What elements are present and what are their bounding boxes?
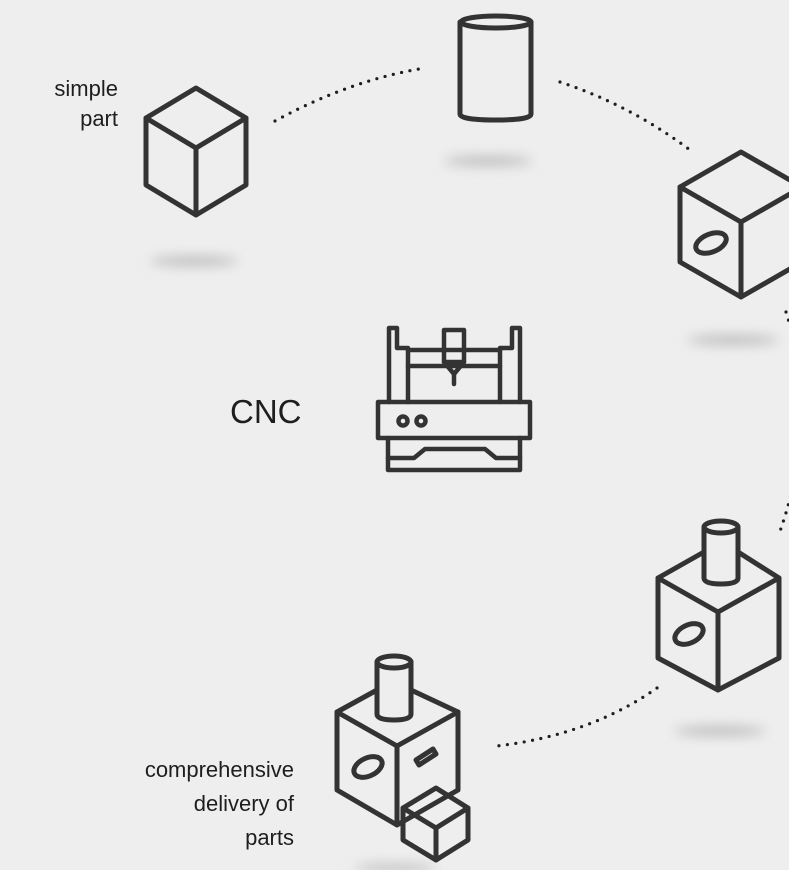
simple-part-label-line: simple	[54, 76, 118, 101]
delivery-label-line: parts	[245, 825, 294, 850]
delivery-label-line: delivery of	[193, 791, 294, 816]
simple-part-label-line: part	[80, 106, 118, 131]
connector-right-arc	[777, 310, 789, 536]
assembly-shadow	[355, 864, 435, 870]
delivery-label: comprehensive delivery of parts	[30, 753, 294, 855]
cube-shadow	[150, 256, 238, 266]
cylinder-icon	[457, 13, 534, 123]
delivery-label-line: comprehensive	[144, 757, 294, 782]
assembly-icon	[334, 653, 471, 863]
connector-simple-to-cylinder	[273, 66, 427, 123]
combo-shadow	[674, 726, 766, 736]
connector-cylinder-to-holecube	[558, 80, 692, 152]
simple-part-label: simple part	[10, 74, 118, 134]
cylinder-shadow	[444, 156, 532, 166]
holecube-shadow	[687, 335, 779, 345]
cube-with-hole-icon	[677, 149, 789, 300]
cnc-label: CNC	[230, 393, 302, 430]
dotted-connectors	[273, 66, 789, 748]
connector-combo-to-assembly	[495, 686, 659, 748]
cube-with-cylinder-icon	[655, 518, 782, 693]
shadows	[150, 156, 779, 870]
cube-icon	[143, 85, 249, 218]
cnc-machine-icon	[375, 325, 533, 473]
